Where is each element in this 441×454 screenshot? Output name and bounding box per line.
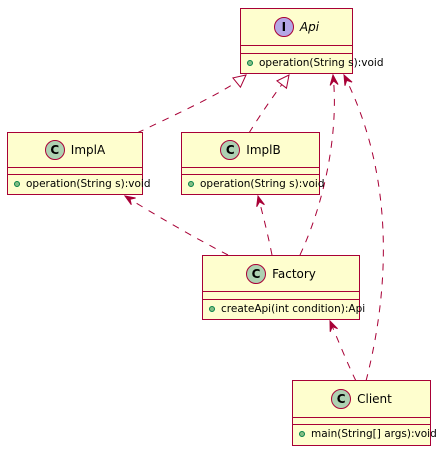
method-row: createApi(int condition):Api bbox=[209, 301, 365, 317]
method-row: operation(String s):void bbox=[247, 55, 384, 71]
realization-edge-impla-to-api bbox=[136, 74, 247, 134]
class-divider bbox=[293, 424, 430, 425]
class-name: Factory bbox=[272, 266, 316, 281]
class-divider bbox=[241, 53, 352, 54]
public-method-icon bbox=[209, 306, 215, 312]
class-header: I Api bbox=[241, 9, 352, 45]
class-divider bbox=[203, 299, 359, 300]
class-name: ImplB bbox=[246, 143, 281, 157]
class-box-factory[interactable]: C Factory createApi(int condition):Api bbox=[202, 255, 365, 320]
dependency-edge-factory-to-implb bbox=[257, 195, 273, 256]
class-box-client[interactable]: C Client main(String[] args):void bbox=[292, 380, 437, 446]
class-icon: C bbox=[246, 263, 267, 284]
filled-arrowhead bbox=[343, 73, 353, 86]
class-divider bbox=[8, 174, 142, 175]
class-name: Api bbox=[299, 20, 320, 34]
public-method-icon bbox=[299, 431, 305, 437]
public-method-icon bbox=[188, 181, 194, 187]
class-name: Client bbox=[357, 392, 392, 406]
filled-arrowhead bbox=[256, 194, 265, 207]
class-header: C ImplB bbox=[182, 133, 319, 167]
class-divider bbox=[241, 45, 352, 46]
filled-arrowhead bbox=[123, 195, 136, 206]
method-signature: operation(String s):void bbox=[200, 178, 325, 190]
class-header: C Client bbox=[293, 381, 430, 417]
realization-edge-implb-to-api bbox=[248, 74, 290, 134]
class-divider bbox=[293, 417, 430, 418]
dependency-edge-client-to-api bbox=[343, 74, 384, 382]
class-icon: C bbox=[220, 140, 241, 160]
method-row: operation(String s):void bbox=[188, 176, 325, 192]
class-divider bbox=[8, 167, 142, 168]
class-header: C Factory bbox=[203, 256, 359, 291]
class-box-api[interactable]: I Api operation(String s):void bbox=[240, 8, 384, 74]
class-box-impla[interactable]: C ImplA operation(String s):void bbox=[7, 132, 151, 195]
method-row: main(String[] args):void bbox=[299, 426, 437, 442]
class-divider bbox=[182, 167, 319, 168]
class-divider bbox=[182, 174, 319, 175]
filled-arrowhead bbox=[329, 319, 338, 332]
dependency-edge-client-to-factory bbox=[329, 320, 357, 382]
method-signature: operation(String s):void bbox=[259, 57, 384, 69]
dependency-edge-factory-to-api bbox=[299, 74, 335, 256]
method-signature: main(String[] args):void bbox=[311, 428, 437, 440]
dependency-edge-factory-to-impla bbox=[124, 195, 229, 256]
class-box-implb[interactable]: C ImplB operation(String s):void bbox=[181, 132, 325, 195]
method-signature: operation(String s):void bbox=[26, 178, 151, 190]
public-method-icon bbox=[247, 60, 253, 66]
class-icon: C bbox=[44, 140, 65, 160]
class-divider bbox=[203, 291, 359, 292]
method-signature: createApi(int condition):Api bbox=[221, 303, 366, 315]
public-method-icon bbox=[14, 181, 20, 187]
hollow-triangle-arrowhead bbox=[275, 74, 290, 90]
filled-arrowhead bbox=[329, 73, 339, 86]
class-icon: C bbox=[331, 389, 352, 409]
hollow-triangle-arrowhead bbox=[232, 74, 247, 89]
interface-icon: I bbox=[273, 17, 294, 37]
class-name: ImplA bbox=[70, 143, 106, 157]
class-header: C ImplA bbox=[8, 133, 142, 167]
method-row: operation(String s):void bbox=[14, 176, 151, 192]
